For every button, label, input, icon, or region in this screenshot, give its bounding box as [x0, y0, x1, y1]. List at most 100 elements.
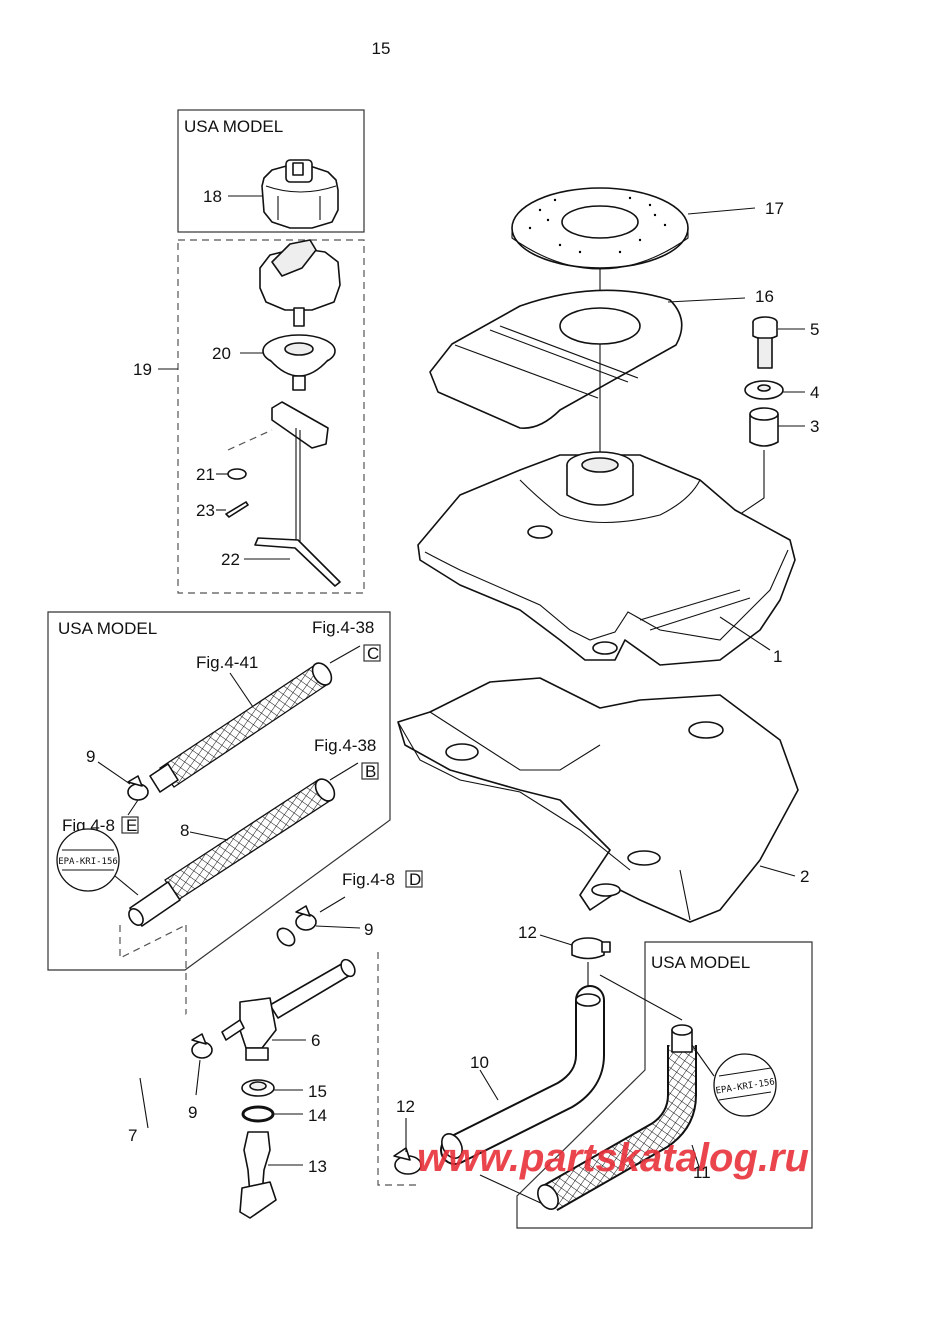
leader-7 [139, 1077, 149, 1129]
fuel-hose-11[interactable] [534, 1024, 697, 1213]
callout-12a: 12 [518, 923, 537, 942]
leader-17 [687, 207, 756, 215]
arrow-b [329, 762, 359, 781]
callout-13: 13 [308, 1157, 327, 1176]
callout-4: 4 [810, 383, 819, 402]
callout-18: 18 [203, 187, 222, 206]
callout-14: 14 [308, 1106, 327, 1125]
washer-21[interactable] [227, 468, 247, 480]
leader-9a [97, 761, 131, 785]
cushion-17[interactable] [511, 187, 689, 270]
arrow-c [329, 645, 361, 664]
clamp-9-lower[interactable] [191, 1033, 213, 1059]
o-ring-14[interactable] [241, 1105, 275, 1123]
callout-17: 17 [765, 199, 784, 218]
route-dash-1 [119, 924, 187, 959]
callout-19: 19 [133, 360, 152, 379]
ref-box-b [361, 762, 379, 780]
epa-stamp-left: EPA-KRI-156 [56, 828, 120, 892]
ref-fig-4-38-c: Fig.4-38 [312, 618, 374, 637]
seal-15[interactable] [241, 1079, 275, 1097]
arrow-d [319, 896, 346, 913]
fuel-hose-10[interactable] [438, 985, 605, 1165]
leader-1 [719, 616, 771, 651]
strainer-13[interactable] [239, 1131, 277, 1219]
ref-fig-4-8-e: Fig.4-8 [62, 816, 115, 835]
callout-21: 21 [196, 465, 215, 484]
ref-fig-4-41: Fig.4-41 [196, 653, 258, 672]
leader-12a [539, 934, 573, 946]
fuel-cock-6[interactable] [221, 957, 358, 1061]
usa-model-hose11-label: USA MODEL [651, 953, 750, 972]
callout-2: 2 [800, 867, 809, 886]
route-dash-3 [377, 952, 420, 1186]
usa-model-cap-box [177, 109, 365, 233]
callout-9c: 9 [188, 1103, 197, 1122]
vent-hose-mesh[interactable] [149, 660, 335, 793]
leader-10 [479, 1069, 499, 1101]
fuel-tank-1[interactable] [417, 451, 796, 666]
fuel-cap-usa[interactable] [261, 159, 339, 229]
leader-8 [189, 831, 229, 841]
leader-fig-4-41 [229, 672, 256, 711]
ref-box-e [121, 816, 139, 834]
ref-letter-b: B [365, 762, 376, 781]
ref-fig-4-8-d: Fig.4-8 [342, 870, 395, 889]
ref-box-c [363, 644, 381, 662]
fuel-hose-8[interactable] [126, 776, 338, 928]
leader-16 [667, 297, 746, 303]
leader-9b [315, 925, 361, 929]
callout-20: 20 [212, 344, 231, 363]
fuel-cap-vented[interactable] [259, 239, 341, 327]
callout-16: 16 [755, 287, 774, 306]
callout-3: 3 [810, 417, 819, 436]
callout-12b: 12 [396, 1097, 415, 1116]
leader-21-dash [227, 429, 273, 451]
ref-fig-4-38-b: Fig.4-38 [314, 736, 376, 755]
callout-15: 15 [308, 1082, 327, 1101]
page-number: 15 [372, 39, 391, 58]
callout-7: 7 [128, 1126, 137, 1145]
axis-line-11b [479, 1174, 546, 1206]
bolt-5[interactable] [752, 316, 778, 369]
callout-9a: 9 [86, 747, 95, 766]
clamp-9-mid[interactable] [295, 905, 317, 931]
callout-23: 23 [196, 501, 215, 520]
callout-11: 11 [693, 1163, 711, 1182]
tank-tray-2[interactable] [397, 677, 799, 923]
usa-model-hoses-box [47, 611, 391, 971]
leader-11 [691, 1144, 701, 1171]
epa-stamp-left-text: EPA-KRI-156 [58, 857, 118, 867]
axis-line-11 [599, 974, 683, 1021]
clamp-12-upper[interactable] [571, 937, 611, 960]
usa-model-cap-label: USA MODEL [184, 117, 283, 136]
clamp-9-upper[interactable] [127, 775, 149, 801]
arrow-e [127, 799, 139, 816]
callout-8: 8 [180, 821, 189, 840]
pin-23[interactable] [225, 501, 249, 518]
callout-6: 6 [311, 1031, 320, 1050]
pad-16[interactable] [429, 289, 683, 429]
ref-letter-d: D [409, 870, 421, 889]
fuel-hose-7[interactable] [152, 923, 298, 1085]
callout-10: 10 [470, 1053, 489, 1072]
ref-letter-c: C [367, 644, 379, 663]
ref-letter-e: E [126, 816, 137, 835]
vent-valve-20[interactable] [262, 334, 336, 391]
leader-2 [759, 865, 796, 877]
leader-9c [195, 1059, 201, 1096]
callout-1: 1 [773, 647, 782, 666]
ref-box-d [405, 870, 423, 888]
watermark: www.partskatalog.ru [417, 1136, 809, 1180]
epa-stamp-right: EPA-KRI-156 [713, 1053, 777, 1117]
fuel-gauge-22[interactable] [254, 401, 341, 587]
callout-22: 22 [221, 550, 240, 569]
callout-5: 5 [810, 320, 819, 339]
callout-9b: 9 [364, 920, 373, 939]
leader-epa-left [114, 875, 139, 896]
usa-model-hose11-box [516, 941, 813, 1229]
washer-4[interactable] [744, 380, 784, 400]
usa-model-hoses-label: USA MODEL [58, 619, 157, 638]
collar-3[interactable] [749, 407, 779, 447]
